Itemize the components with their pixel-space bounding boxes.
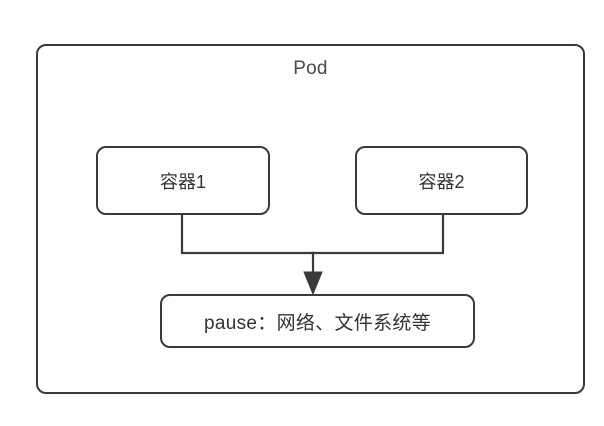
container-1-box[interactable]: 容器1 bbox=[96, 146, 270, 215]
edge-container1-to-pause bbox=[180, 213, 315, 255]
pod-title-label: Pod bbox=[293, 58, 328, 79]
container-2-label: 容器2 bbox=[418, 171, 465, 192]
edge-container2-to-pause bbox=[311, 213, 445, 255]
container-1-label: 容器1 bbox=[159, 171, 206, 192]
pause-container-label: pause：网络、文件系统等 bbox=[204, 312, 431, 334]
container-2-box[interactable]: 容器2 bbox=[355, 146, 528, 215]
arrowhead-down-icon bbox=[303, 271, 323, 296]
pause-container-box[interactable]: pause：网络、文件系统等 bbox=[160, 294, 475, 348]
